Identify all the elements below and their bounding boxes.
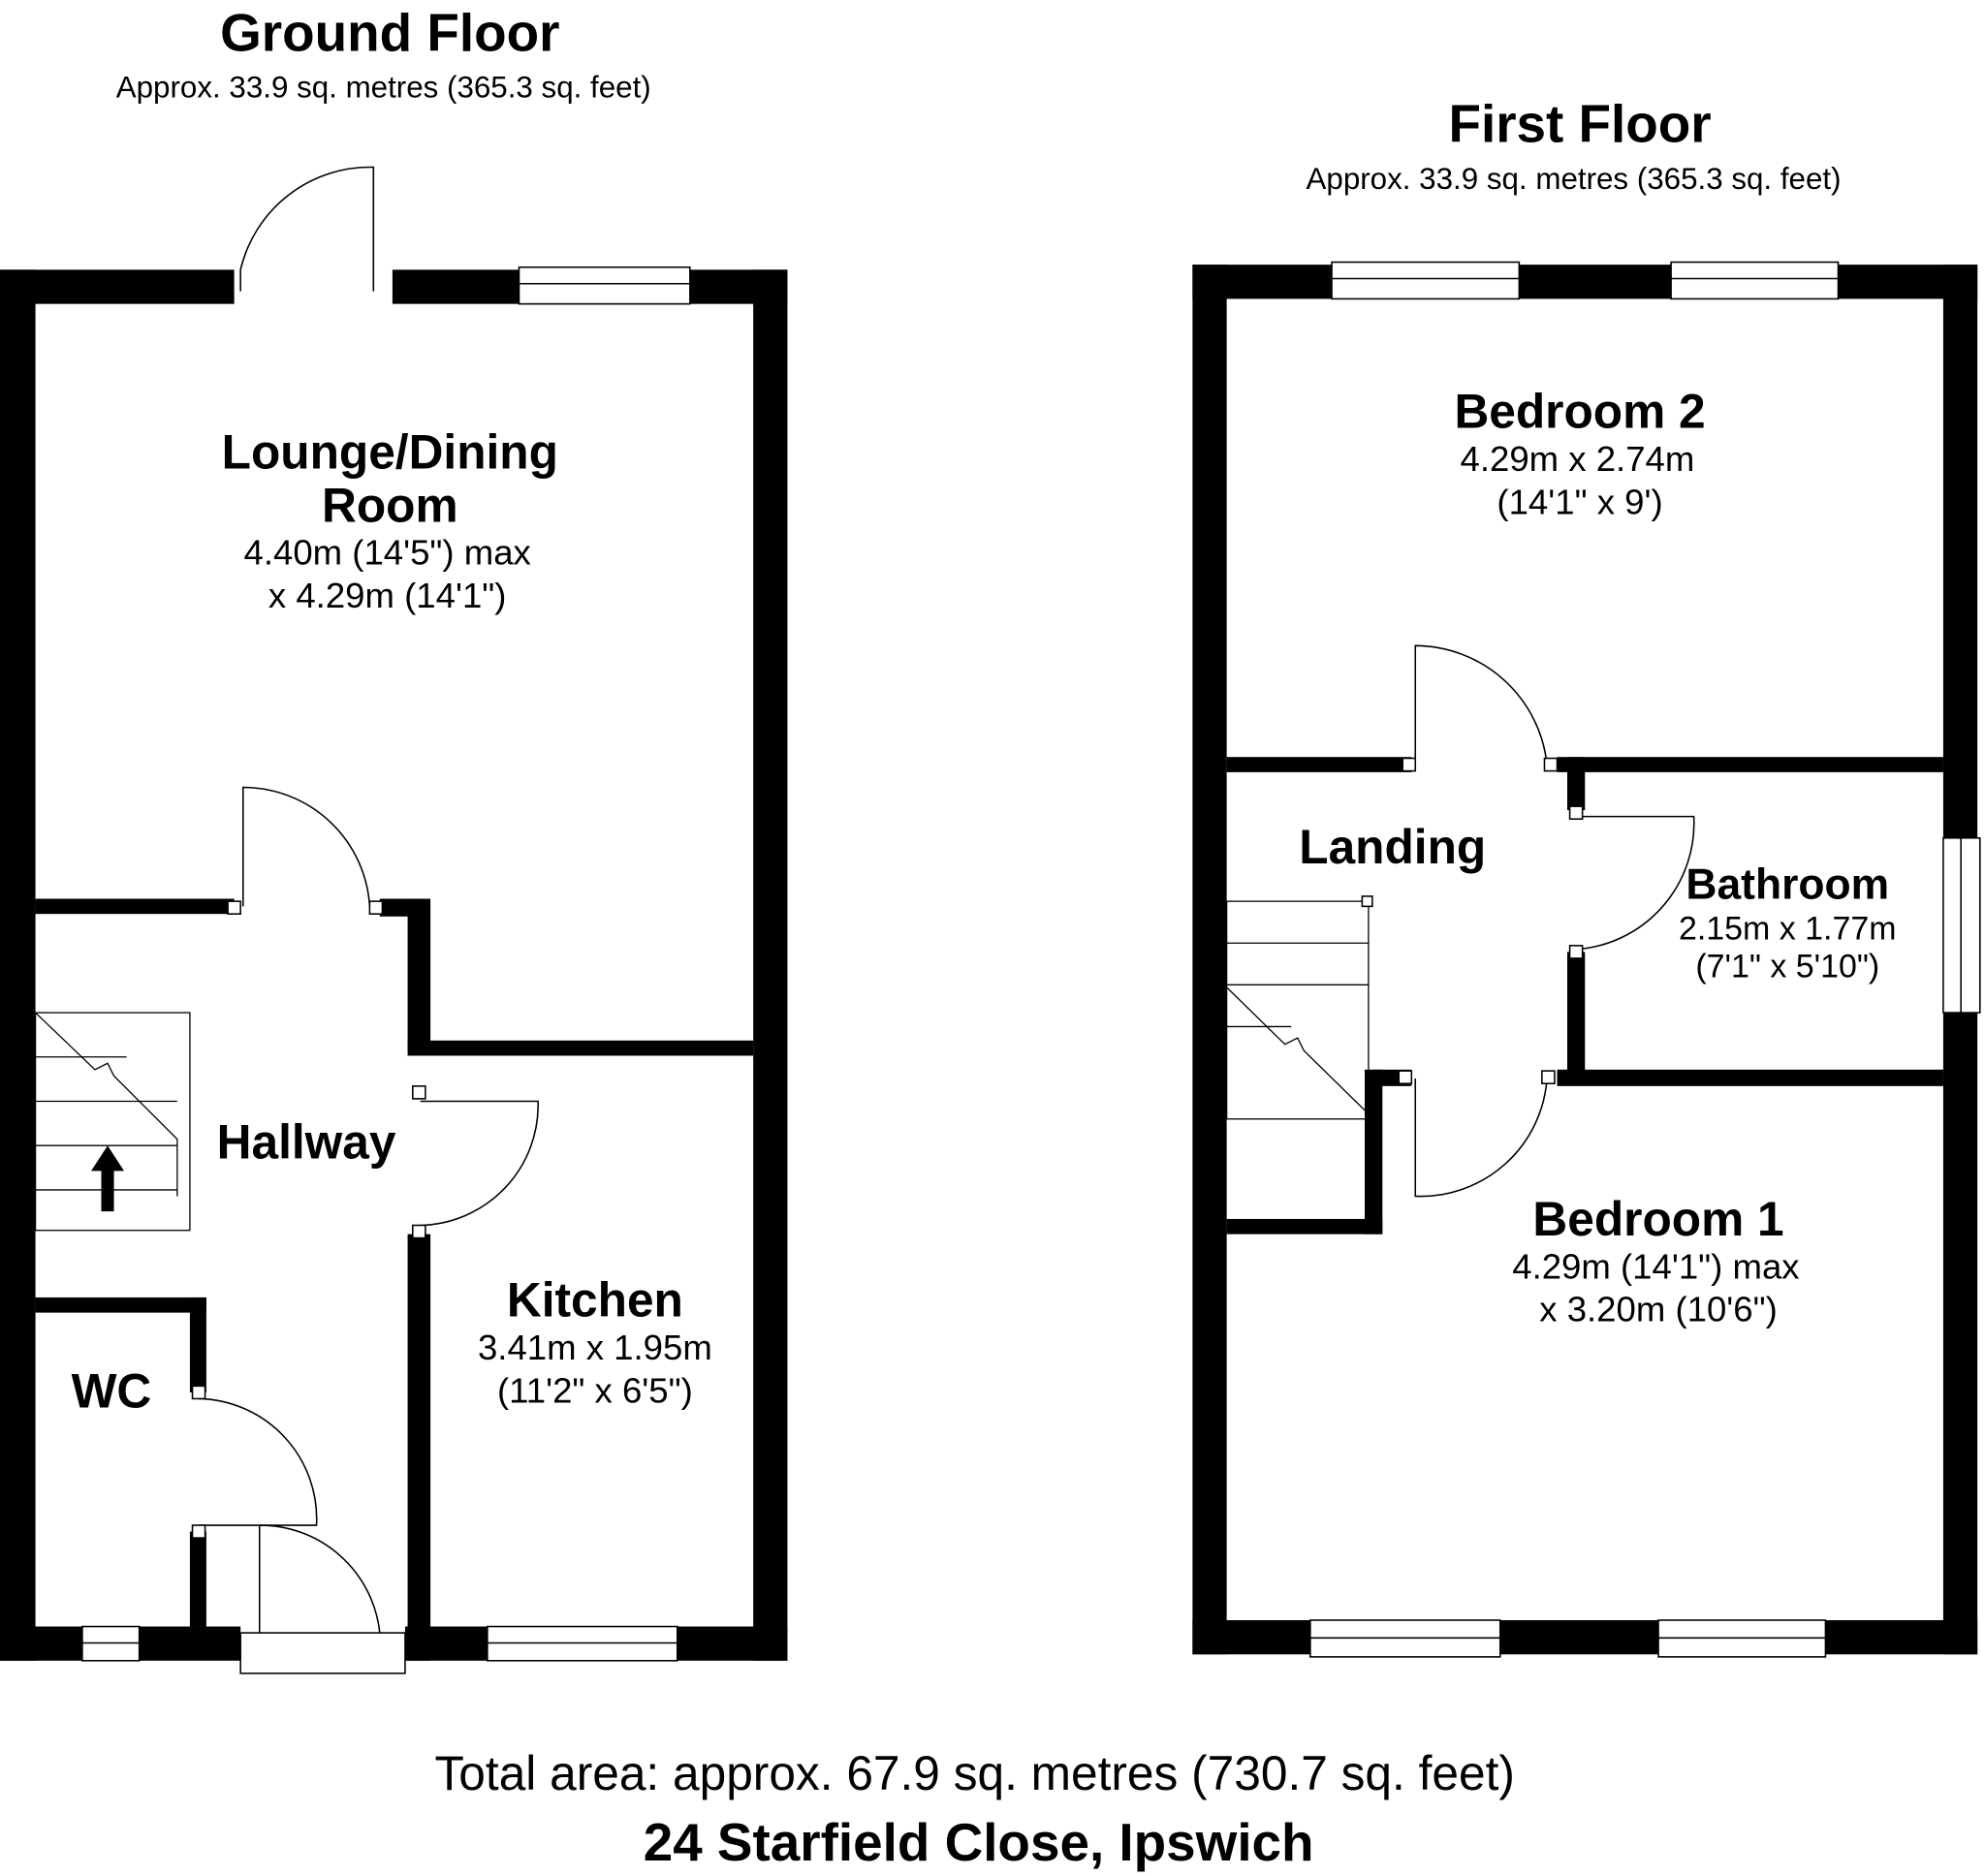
bedroom2-dimensions: 4.29m x 2.74m [1461, 439, 1695, 479]
ground-floor-title: Ground Floor [220, 2, 559, 62]
property-address: 24 Starfield Close, Ipswich [644, 1812, 1314, 1872]
back-door [239, 166, 375, 292]
total-area: Total area: approx. 67.9 sq. metres (730… [435, 1746, 1515, 1800]
hallway-name: Hallway [217, 1114, 396, 1169]
bathroom-door [1576, 815, 1695, 951]
bedroom1-name: Bedroom 1 [1532, 1192, 1783, 1246]
wc-door [199, 1397, 318, 1526]
window [1670, 261, 1840, 300]
lounge-name: Room [322, 478, 458, 532]
kitchen-dimensions: (11'2" x 6'5") [497, 1370, 693, 1410]
wc-name: WC [72, 1364, 152, 1419]
bedroom1-door [1414, 1078, 1548, 1198]
lounge-name: Lounge/Dining [222, 424, 558, 479]
stair-up-arrow-icon [91, 1145, 124, 1212]
kitchen-name: Kitchen [507, 1273, 683, 1328]
first-floor-area: Approx. 33.9 sq. metres (365.3 sq. feet) [1307, 162, 1842, 196]
first-floor-plan [1192, 261, 1981, 1658]
staircase [34, 1012, 191, 1232]
staircase [1225, 895, 1373, 1120]
ground-floor-area: Approx. 33.9 sq. metres (365.3 sq. feet) [116, 71, 651, 105]
bedroom2-name: Bedroom 2 [1454, 385, 1705, 439]
bathroom-dimensions: 2.15m x 1.77m [1679, 910, 1896, 947]
bathroom-name: Bathroom [1686, 861, 1889, 909]
bedroom1-dimensions: x 3.20m (10'6") [1539, 1290, 1778, 1329]
lounge-door [241, 786, 371, 907]
ground-floor-plan [0, 166, 788, 1674]
bathroom-dimensions: (7'1" x 5'10") [1695, 948, 1879, 985]
lounge-dimensions: x 4.29m (14'1") [268, 576, 507, 615]
bedroom2-door [1414, 644, 1548, 766]
kitchen-dimensions: 3.41m x 1.95m [478, 1328, 712, 1367]
bedroom1-dimensions: 4.29m (14'1") max [1512, 1246, 1799, 1286]
front-door [258, 1524, 381, 1634]
landing-name: Landing [1299, 820, 1486, 874]
kitchen-door [420, 1100, 539, 1227]
first-floor-title: First Floor [1448, 93, 1711, 153]
lounge-dimensions: 4.40m (14'5") max [244, 533, 531, 573]
window [1331, 261, 1521, 300]
window [518, 266, 691, 305]
bedroom2-dimensions: (14'1" x 9') [1497, 482, 1662, 521]
